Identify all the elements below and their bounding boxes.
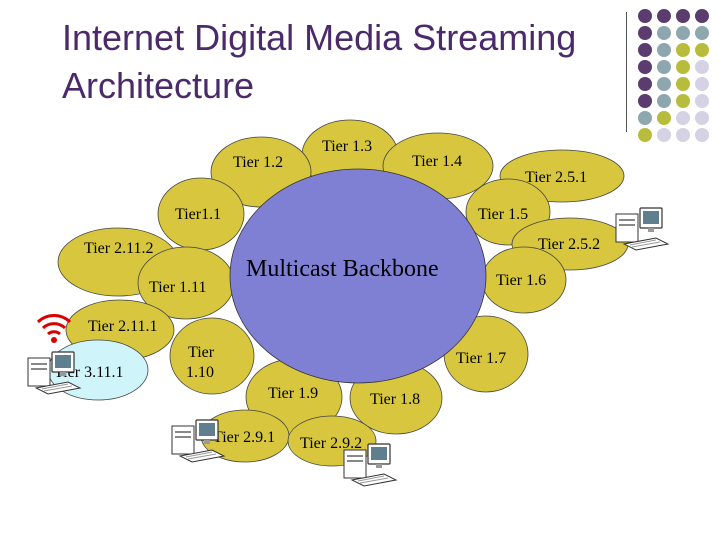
decorative-dot	[676, 77, 690, 91]
tier-1-11-label: Tier 1.11	[149, 279, 207, 296]
backbone-label: Multicast Backbone	[246, 256, 439, 282]
decorative-dot	[638, 128, 652, 142]
tier-2-5-1-label: Tier 2.5.1	[525, 169, 587, 186]
decorative-dot	[695, 128, 709, 142]
tier-2-11-1-label: Tier 2.11.1	[88, 318, 158, 335]
tier-1-5-label: Tier 1.5	[478, 206, 528, 223]
decorative-dot	[657, 9, 671, 23]
tier-1-10-label-line2: 1.10	[186, 364, 214, 381]
decorative-dot	[657, 94, 671, 108]
tier-1-2-label: Tier 1.2	[233, 154, 283, 171]
decorative-dot	[657, 77, 671, 91]
decorative-dot	[638, 26, 652, 40]
decorative-dot	[638, 43, 652, 57]
tier-1-3-label: Tier 1.3	[322, 138, 372, 155]
decorative-dot	[676, 9, 690, 23]
decorative-dot	[657, 111, 671, 125]
decorative-dot	[676, 128, 690, 142]
tier-2-9-1-label: Tier 2.9.1	[213, 429, 275, 446]
title-divider	[626, 12, 627, 132]
decorative-dot	[695, 94, 709, 108]
decorative-dot	[695, 111, 709, 125]
decorative-dot	[638, 111, 652, 125]
slide-title: Internet Digital Media Streaming Archite…	[62, 17, 577, 106]
tier-1-1-label: Tier1.1	[175, 206, 221, 223]
tier-1-4-label: Tier 1.4	[412, 153, 462, 170]
decorative-dot	[676, 43, 690, 57]
decorative-dot	[695, 60, 709, 74]
tier-1-8-label: Tier 1.8	[370, 391, 420, 408]
decorative-dot	[638, 77, 652, 91]
decorative-dot	[638, 94, 652, 108]
decorative-dot	[676, 60, 690, 74]
decorative-dot	[657, 26, 671, 40]
decorative-dot	[657, 43, 671, 57]
tier-1-10-node[interactable]	[169, 317, 255, 395]
decorative-dot	[676, 111, 690, 125]
tier-1-9-label: Tier 1.9	[268, 385, 318, 402]
decorative-dot	[676, 94, 690, 108]
tier-2-11-2-label: Tier 2.11.2	[84, 240, 154, 257]
decorative-dot	[638, 9, 652, 23]
tier-2-5-2-label: Tier 2.5.2	[538, 236, 600, 253]
decorative-dot	[657, 128, 671, 142]
tier-1-6-label: Tier 1.6	[496, 272, 546, 289]
multicast-backbone[interactable]	[229, 168, 487, 384]
decorative-dot	[638, 60, 652, 74]
decorative-dot	[695, 26, 709, 40]
tier-1-10-label-line1: Tier	[188, 344, 215, 361]
decorative-dot	[676, 26, 690, 40]
tier-labels: Tier 1.3 Tier 1.2 Tier 1.4 Tier 2.5.1 Ti…	[54, 138, 600, 452]
computer-icon[interactable]	[615, 207, 669, 251]
computer-icon[interactable]	[343, 443, 397, 487]
decorative-dot	[695, 43, 709, 57]
tier-2-9-2-label: Tier 2.9.2	[300, 435, 362, 452]
tier-1-7-label: Tier 1.7	[456, 350, 506, 367]
wireless-signal-icon	[36, 314, 72, 343]
decorative-dot	[695, 77, 709, 91]
decorative-dot	[695, 9, 709, 23]
decorative-dot	[657, 60, 671, 74]
